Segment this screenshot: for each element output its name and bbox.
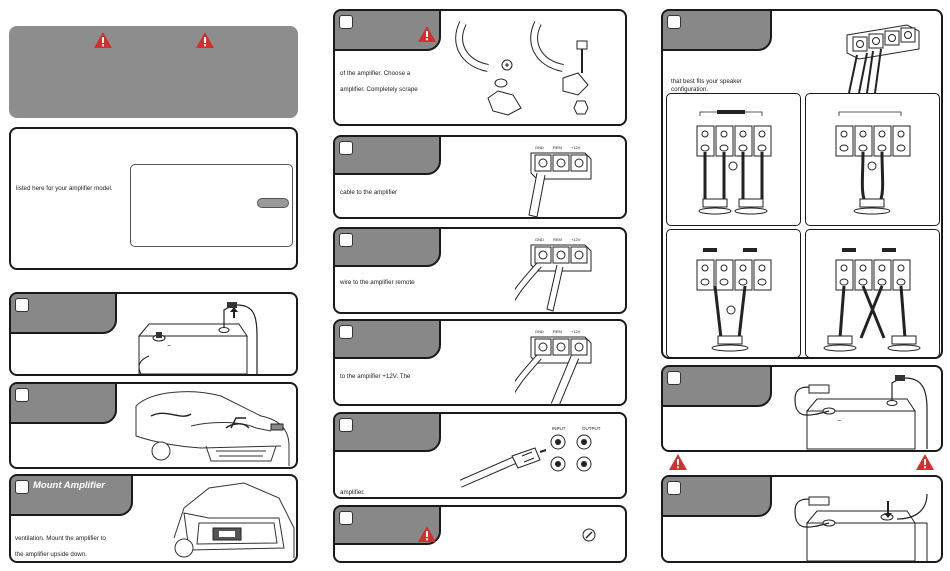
battery-final-illustration xyxy=(794,493,928,561)
model-info-card: listed here for your amplifier model. xyxy=(9,127,298,270)
svg-text:+12V: +12V xyxy=(571,329,581,334)
step-header xyxy=(335,321,441,359)
step-text-line: wire to the amplifier remote xyxy=(340,279,415,286)
step-checkbox[interactable] xyxy=(339,15,353,29)
step-text-line: amplifier. xyxy=(340,489,365,496)
ground-terminal-illustration xyxy=(455,21,589,116)
svg-text:GND: GND xyxy=(535,237,544,242)
step-checkbox[interactable] xyxy=(15,480,29,494)
step-card-ground: of the amplifier. Choose a amplifier. Co… xyxy=(333,9,627,126)
warning-icon xyxy=(418,526,436,542)
power-terminal-illustration: GND REM +12V xyxy=(528,145,592,217)
step-text-line: that best fits your speaker xyxy=(671,78,742,85)
svg-text:REM: REM xyxy=(553,329,562,334)
step-card-final-battery xyxy=(661,475,943,563)
step-text-line: amplifier. Completely scrape xyxy=(340,86,418,93)
step-header xyxy=(335,229,441,267)
step-card-rca: amplifier. INPUT OUTPUT xyxy=(333,412,627,499)
remote-terminal-illustration: GND REM +12V xyxy=(515,237,592,312)
step-checkbox[interactable] xyxy=(667,15,681,29)
step-header xyxy=(663,477,772,517)
terminal-label-12v: +12V xyxy=(571,145,581,150)
step-card-disconnect-battery: − xyxy=(9,292,298,376)
warning-icon xyxy=(916,454,934,470)
step-card-mount-amplifier: Mount Amplifier ventilation. Mount the a… xyxy=(9,474,298,563)
rca-output-label: OUTPUT xyxy=(582,426,601,431)
step-text-line: cable to the amplifier xyxy=(340,189,398,196)
warning-icon xyxy=(196,32,214,48)
warning-icon xyxy=(669,454,687,470)
step-header xyxy=(335,507,441,545)
step-checkbox[interactable] xyxy=(339,141,353,155)
step-checkbox[interactable] xyxy=(667,371,681,385)
step-card-plus12v: to the amplifier +12V. The GND REM +12V xyxy=(333,319,627,406)
model-info-text: listed here for your amplifier model. xyxy=(16,185,113,192)
rca-input-label: INPUT xyxy=(552,426,566,431)
plus12v-terminal-illustration: GND REM +12V xyxy=(515,329,592,404)
step-card-speaker-config: that best fits your speaker configuratio… xyxy=(661,9,943,359)
warning-banner xyxy=(9,26,298,118)
terminal-label-gnd: GND xyxy=(535,145,544,150)
speaker-terminal-illustration xyxy=(846,24,920,94)
step-text-line: the amplifier upside down. xyxy=(15,551,87,558)
step-header xyxy=(335,137,441,175)
step-text-line: to the amplifier +12V. The xyxy=(340,373,411,380)
battery-illustration: − xyxy=(137,302,258,374)
warning-icon xyxy=(418,26,436,42)
battery-reconnect-illustration: − xyxy=(794,375,928,450)
step-header xyxy=(663,11,772,51)
svg-text:−: − xyxy=(167,343,171,350)
step-title: Mount Amplifier xyxy=(33,480,105,491)
fuse-icon xyxy=(582,528,596,542)
svg-text:REM: REM xyxy=(553,237,562,242)
step-card-fuse xyxy=(333,505,627,563)
wiring-diagram-stereo[interactable] xyxy=(666,93,801,226)
svg-text:−: − xyxy=(837,418,841,425)
step-card-reconnect-battery: − xyxy=(661,365,943,452)
wiring-diagram-mono[interactable] xyxy=(666,229,801,357)
step-text-line: ventilation. Mount the amplifier to xyxy=(15,535,106,542)
rca-illustration: INPUT OUTPUT xyxy=(460,426,601,488)
step-card-route-wire xyxy=(9,382,298,469)
step-card-remote-wire: wire to the amplifier remote GND REM +12… xyxy=(333,227,627,314)
wiring-diagram-bridged[interactable] xyxy=(805,93,940,226)
step-checkbox[interactable] xyxy=(15,388,29,402)
wiring-diagram-dual-mono[interactable] xyxy=(805,229,940,357)
step-header xyxy=(663,367,772,407)
step-header xyxy=(11,294,117,334)
step-header xyxy=(335,11,441,51)
step-checkbox[interactable] xyxy=(667,481,681,495)
step-card-power-cable: cable to the amplifier GND REM +12V xyxy=(333,135,627,219)
car-trunk-illustration xyxy=(173,482,295,558)
terminal-label-rem: REM xyxy=(553,145,562,150)
warning-icon xyxy=(94,32,112,48)
step-checkbox[interactable] xyxy=(339,511,353,525)
step-text-line: configuration. xyxy=(671,86,709,93)
step-header xyxy=(11,384,117,424)
svg-text:GND: GND xyxy=(535,329,544,334)
model-table-panel xyxy=(130,164,293,247)
step-checkbox[interactable] xyxy=(15,298,29,312)
step-text-line: of the amplifier. Choose a xyxy=(340,70,411,77)
step-header: Mount Amplifier xyxy=(11,476,133,516)
car-front-illustration xyxy=(135,391,290,466)
model-select-button[interactable] xyxy=(257,198,289,208)
step-header xyxy=(335,414,441,452)
step-checkbox[interactable] xyxy=(339,325,353,339)
step-checkbox[interactable] xyxy=(339,233,353,247)
svg-text:+12V: +12V xyxy=(571,237,581,242)
step-checkbox[interactable] xyxy=(339,418,353,432)
